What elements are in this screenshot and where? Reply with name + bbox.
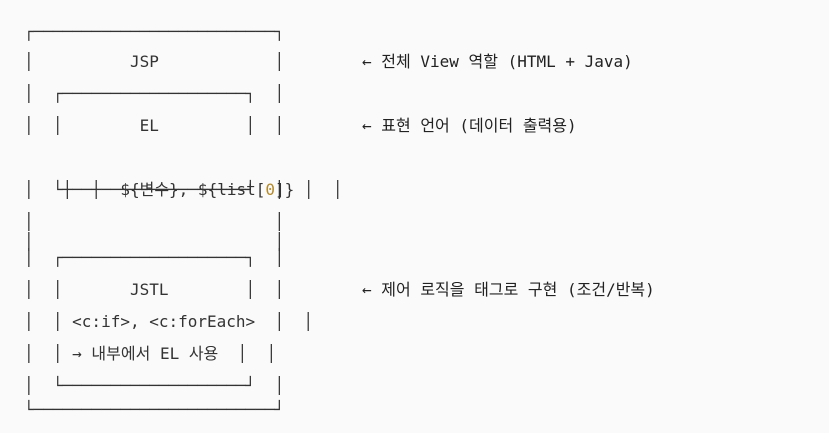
jsp-box-bottom: └─────────────────────────┘ [24,400,285,419]
jstl-box-bottom: │ └───────────────────┘ │ [24,376,285,395]
jstl-el-usage-row: │ │ → 내부에서 EL 사용 │ │ [24,344,277,363]
jsp-title-row: │ JSP │ [24,52,285,71]
jsp-spacer-row-1: │ │ [24,212,285,231]
list-index-number: 0 [265,180,276,199]
jstl-annotation: ← 제어 로직을 태그로 구현 (조건/반복) [362,280,655,299]
jstl-box-top: │ ┌───────────────────┐ │ [24,248,285,267]
el-annotation: ← 표현 언어 (데이터 출력용) [362,116,577,135]
el-box-bottom: │ └───────────────────┘ │ [24,180,285,199]
el-box-top: │ ┌───────────────────┐ │ [24,84,285,103]
jstl-tags-row: │ │ <c:if>, <c:forEach> │ │ [24,312,313,331]
el-title-row: │ │ EL │ │ [24,116,285,135]
jsp-annotation: ← 전체 View 역할 (HTML + Java) [362,52,633,71]
jsp-box-top: ┌─────────────────────────┐ [24,22,285,41]
el-example-prefix: │ │ ${변수}, ${list[ [62,180,266,199]
el-example-suffix: ]} │ │ [275,180,343,199]
jstl-title-row: │ │ JSTL │ │ [24,280,285,299]
el-example-row: │ │ ${변수}, ${list[0]} │ │ [24,142,343,199]
jsp-spacer-row-2: │ │ [24,232,285,251]
